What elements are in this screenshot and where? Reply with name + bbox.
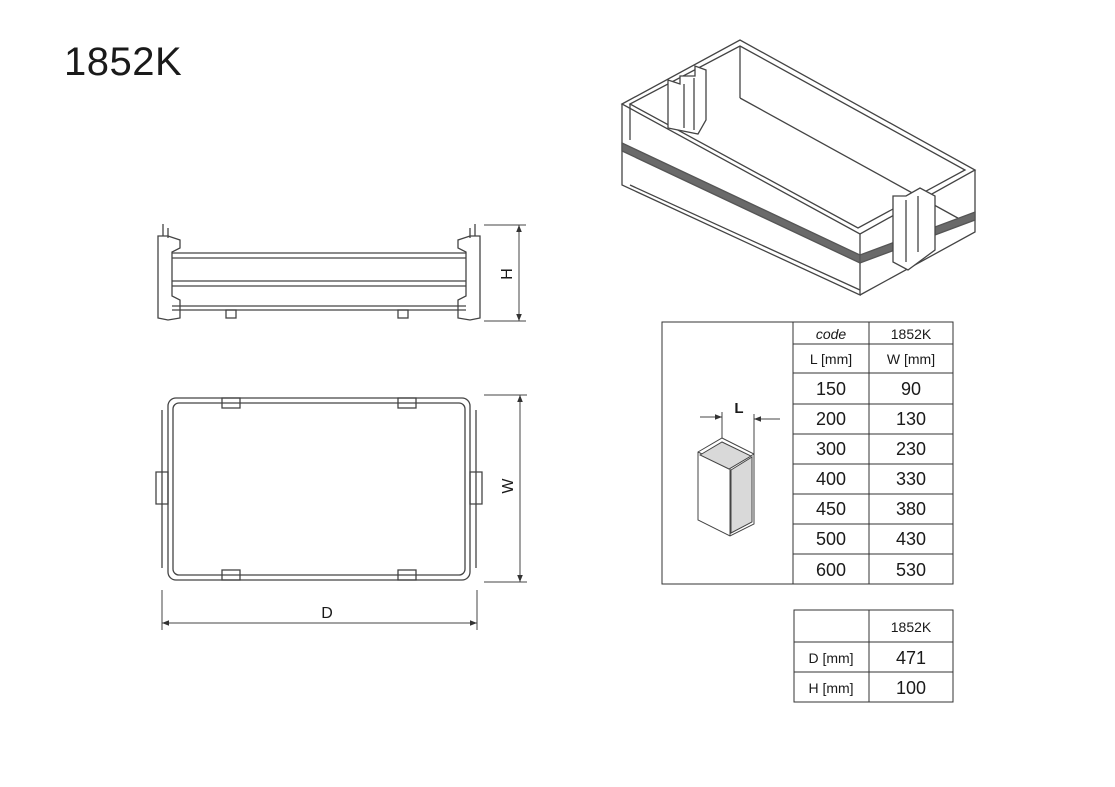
size-table-cell-l: 400 — [816, 469, 846, 489]
width-dimension — [484, 394, 527, 583]
size-table-cell-w: 130 — [896, 409, 926, 429]
size-table-cell-l: 450 — [816, 499, 846, 519]
side-view-drawing — [157, 224, 481, 321]
width-label: W — [500, 478, 517, 494]
length-label: L — [734, 400, 743, 417]
dims-table — [793, 609, 954, 703]
size-table-cell-w: 530 — [896, 560, 926, 580]
size-table-cell-w: 380 — [896, 499, 926, 519]
box-l-sketch — [697, 412, 780, 537]
dims-table-label: D [mm] — [808, 650, 853, 666]
size-table-l-header: L [mm] — [810, 351, 852, 367]
size-table-cell-l: 150 — [816, 379, 846, 399]
height-label: H — [499, 268, 516, 280]
size-table-model-header: 1852K — [891, 326, 932, 342]
top-view-drawing — [155, 397, 483, 581]
dims-table-value: 100 — [896, 678, 926, 698]
size-table-cell-w: 330 — [896, 469, 926, 489]
page-title: 1852K — [64, 40, 183, 84]
size-table-cell-l: 600 — [816, 560, 846, 580]
dims-table-label: H [mm] — [808, 680, 853, 696]
height-dimension — [484, 224, 526, 322]
dims-table-header: 1852K — [891, 619, 932, 635]
size-table-cell-w: 230 — [896, 439, 926, 459]
size-table — [661, 321, 954, 585]
size-table-cell-l: 300 — [816, 439, 846, 459]
size-table-cell-l: 200 — [816, 409, 846, 429]
size-table-w-header: W [mm] — [887, 351, 935, 367]
size-table-cell-w: 430 — [896, 529, 926, 549]
size-table-code-header: code — [816, 326, 847, 342]
depth-label: D — [321, 605, 333, 622]
size-table-cell-l: 500 — [816, 529, 846, 549]
isometric-basket-drawing — [620, 39, 977, 297]
depth-dimension — [161, 590, 478, 630]
size-table-cell-w: 90 — [901, 379, 921, 399]
size-table-rows: 150 90 200 130 300 230 400 330 450 380 5… — [816, 379, 926, 580]
dims-table-value: 471 — [896, 648, 926, 668]
